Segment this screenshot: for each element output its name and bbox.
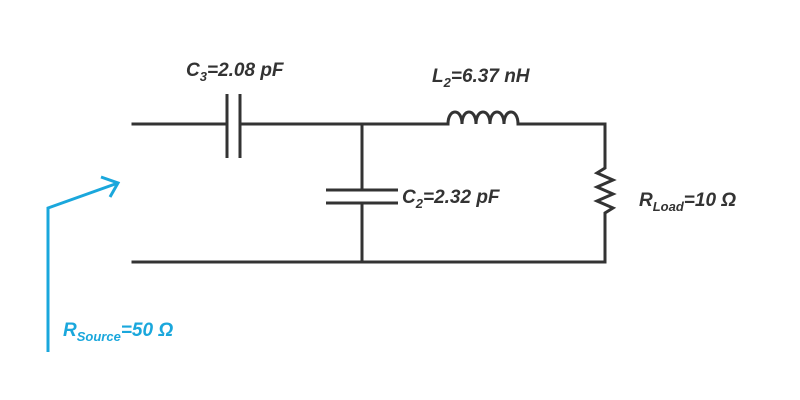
capacitor-c3 — [225, 94, 242, 158]
label-c3: C3=2.08 pF — [186, 60, 285, 84]
label-rload: RLoad=10 Ω — [639, 190, 736, 214]
capacitor-c2 — [326, 188, 398, 205]
source-impedance-arrow — [46, 175, 121, 352]
label-rsource: RSource=50 Ω — [63, 320, 173, 344]
inductor-l2 — [446, 110, 520, 125]
resistor-rload — [593, 160, 617, 262]
label-c2: C2=2.32 pF — [402, 187, 501, 211]
top-wire-right — [516, 122, 607, 162]
label-l2: L2=6.37 nH — [432, 66, 531, 90]
